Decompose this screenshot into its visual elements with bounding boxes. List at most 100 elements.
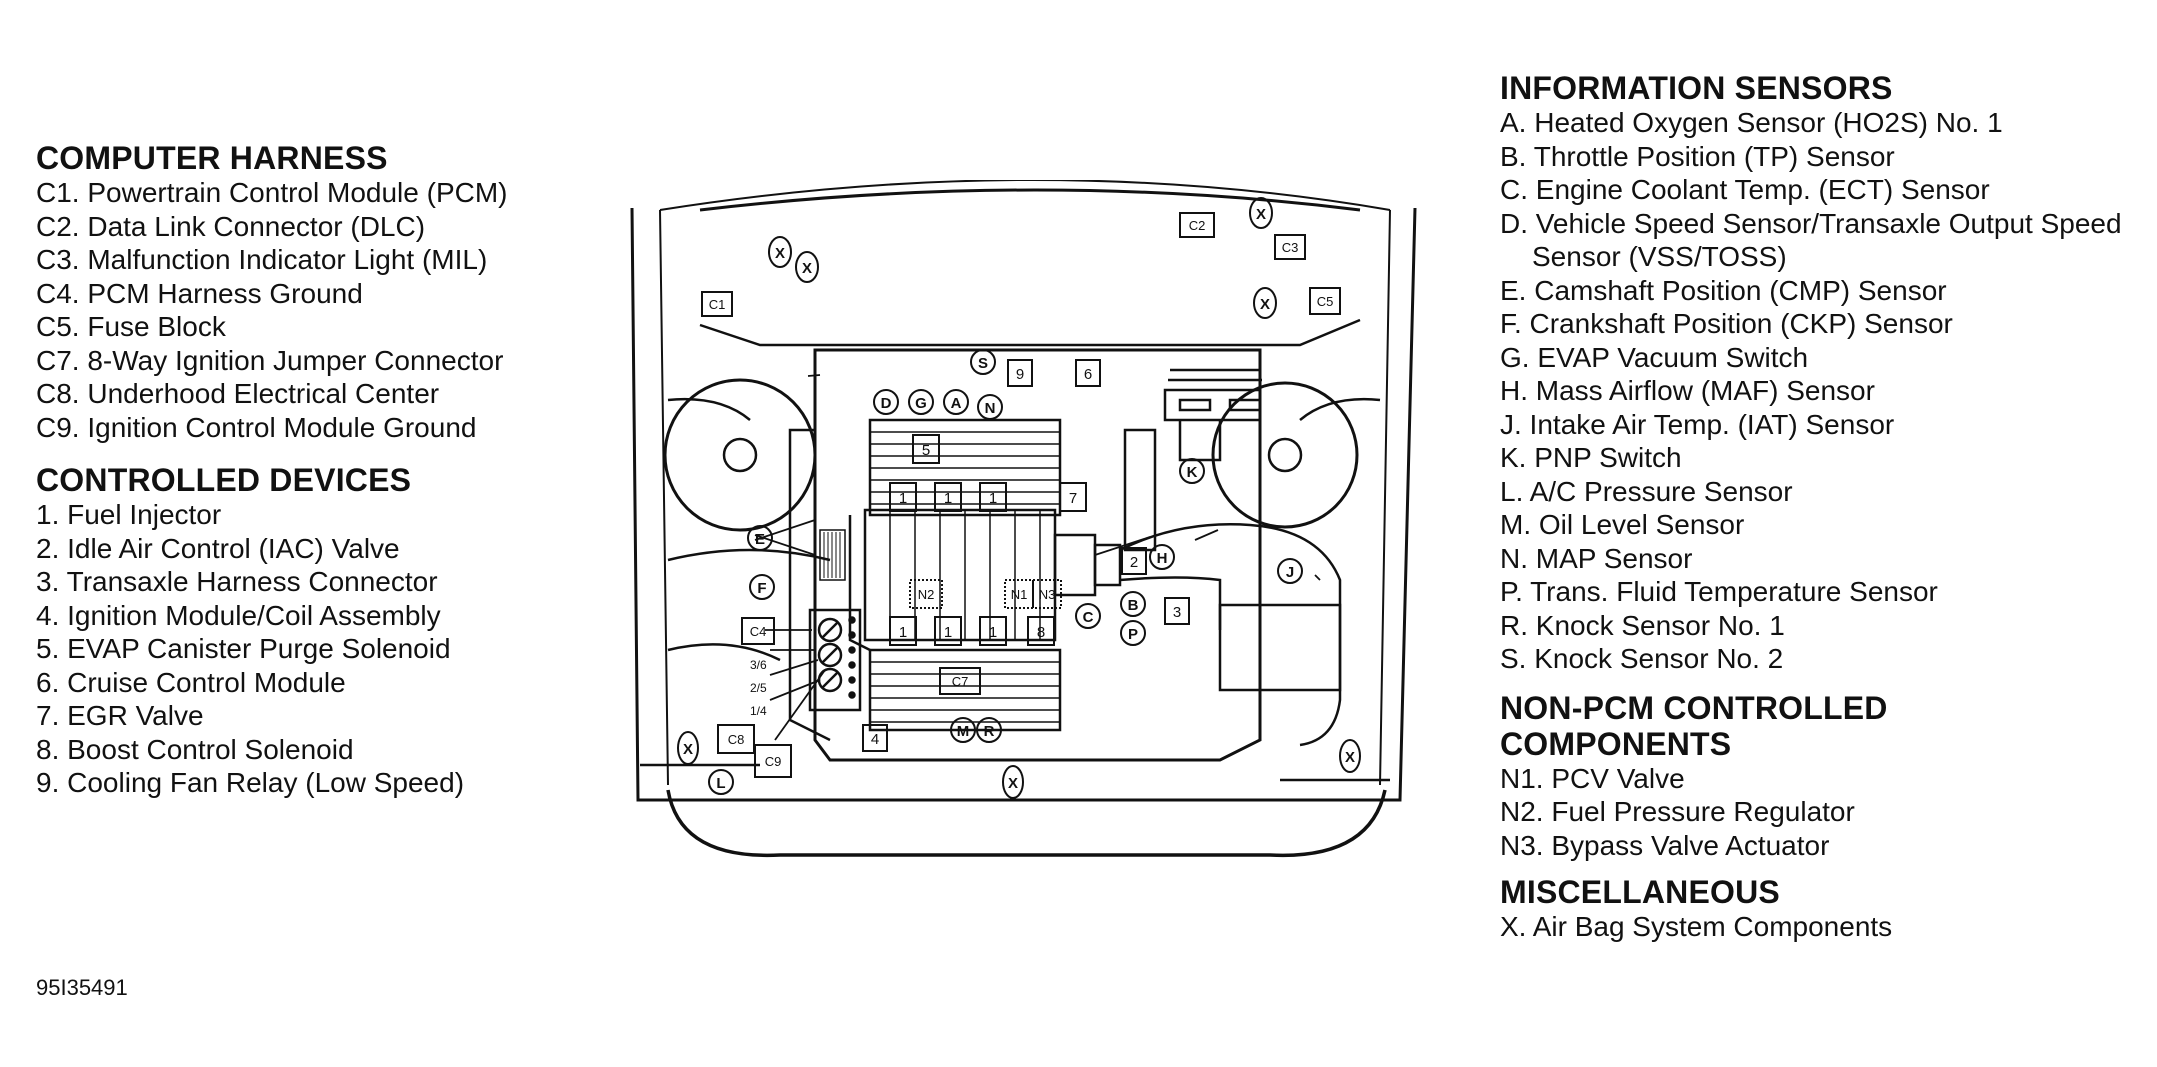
svg-text:X: X xyxy=(683,741,693,758)
svg-text:D: D xyxy=(881,395,892,412)
svg-text:8: 8 xyxy=(1037,624,1045,641)
box-label-6: 6 xyxy=(1075,359,1101,387)
circle-label-x: X xyxy=(1002,765,1024,799)
information-sensors-title: INFORMATION SENSORS xyxy=(1500,70,1893,106)
svg-text:N2: N2 xyxy=(918,587,935,602)
miscellaneous-section: MISCELLANEOUS X. Air Bag System Componen… xyxy=(1500,874,2157,944)
svg-text:H: H xyxy=(1157,550,1168,567)
legend-item: N3. Bypass Valve Actuator xyxy=(1500,829,1830,861)
svg-text:6: 6 xyxy=(1084,366,1092,383)
legend-item: H. Mass Airflow (MAF) Sensor xyxy=(1500,375,1875,406)
svg-text:1: 1 xyxy=(899,490,907,507)
svg-text:X: X xyxy=(1345,749,1355,766)
svg-text:C2: C2 xyxy=(1189,218,1206,233)
svg-text:2: 2 xyxy=(1130,554,1138,571)
legend-item: K. PNP Switch xyxy=(1500,442,1682,473)
svg-text:2/5: 2/5 xyxy=(750,681,767,695)
box-label-c3: C3 xyxy=(1274,234,1306,260)
circle-label-m: M xyxy=(950,717,976,743)
non-pcm-title-line1: NON-PCM CONTROLLED xyxy=(1500,689,1888,726)
svg-text:3/6: 3/6 xyxy=(750,658,767,672)
legend-item: 1. Fuel Injector xyxy=(36,499,222,530)
ignition-module xyxy=(765,608,862,741)
svg-text:4: 4 xyxy=(871,731,879,748)
computer-harness-title: COMPUTER HARNESS xyxy=(36,140,388,176)
box-label-3: 3 xyxy=(1164,597,1190,625)
information-sensors-section: INFORMATION SENSORS A. Heated Oxygen Sen… xyxy=(1500,70,2157,676)
svg-text:7: 7 xyxy=(1069,490,1077,507)
svg-text:F: F xyxy=(757,580,766,597)
circle-label-a: A xyxy=(943,389,969,415)
controlled-devices-title: CONTROLLED DEVICES xyxy=(36,462,412,498)
circle-label-l: L xyxy=(708,769,734,795)
legend-item: C9. Ignition Control Module Ground xyxy=(36,411,477,443)
legend-item: C7. 8-Way Ignition Jumper Connector xyxy=(36,344,504,376)
legend-item: 9. Cooling Fan Relay (Low Speed) xyxy=(36,767,465,798)
circle-label-x: X xyxy=(1253,287,1277,319)
circle-label-x: X xyxy=(1249,197,1273,229)
box-label-1: 1 xyxy=(889,482,917,512)
box-label-n1: N1 xyxy=(1004,579,1034,609)
legend-item: 2. Idle Air Control (IAC) Valve xyxy=(36,532,400,564)
legend-item: C8. Underhood Electrical Center xyxy=(36,378,440,409)
right-legend: INFORMATION SENSORS A. Heated Oxygen Sen… xyxy=(1500,70,2157,944)
box-label-1: 1 xyxy=(889,616,917,646)
legend-item: N1. PCV Valve xyxy=(1500,762,1685,794)
legend-item: N2. Fuel Pressure Regulator xyxy=(1500,796,1855,827)
svg-text:1: 1 xyxy=(989,624,997,641)
legend-item: 3. Transaxle Harness Connector xyxy=(36,566,438,597)
svg-text:C: C xyxy=(1083,609,1094,626)
box-label-4: 4 xyxy=(862,724,888,752)
circle-label-c: C xyxy=(1075,603,1101,629)
legend-item: R. Knock Sensor No. 1 xyxy=(1500,609,1785,641)
svg-text:X: X xyxy=(802,260,812,277)
svg-text:1: 1 xyxy=(944,624,952,641)
svg-text:G: G xyxy=(915,395,927,412)
svg-text:1: 1 xyxy=(989,490,997,507)
computer-harness-list: C1. Powertrain Control Module (PCM) C2. … xyxy=(36,176,508,444)
svg-text:9: 9 xyxy=(1016,366,1024,383)
box-label-2: 2 xyxy=(1121,547,1147,575)
svg-text:A: A xyxy=(951,395,962,412)
box-label-7: 7 xyxy=(1059,482,1087,512)
miscellaneous-title: MISCELLANEOUS xyxy=(1500,874,1780,910)
right-wheel xyxy=(1211,381,1359,529)
box-label-c4: C4 xyxy=(741,617,775,645)
svg-text:N3: N3 xyxy=(1039,587,1056,602)
box-label-8: 8 xyxy=(1027,616,1055,646)
legend-item: 7. EGR Valve xyxy=(36,700,204,731)
svg-text:1: 1 xyxy=(944,490,952,507)
svg-text:M: M xyxy=(957,723,970,740)
circle-label-e: E xyxy=(747,525,773,551)
svg-text:C8: C8 xyxy=(728,732,745,747)
box-label-c9: C9 xyxy=(754,744,792,778)
non-pcm-section: NON-PCM CONTROLLED COMPONENTS N1. PCV Va… xyxy=(1500,690,2157,863)
controlled-devices-section: CONTROLLED DEVICES 1. Fuel Injector 2. I… xyxy=(36,462,508,800)
box-label-1: 1 xyxy=(979,616,1007,646)
circle-label-x: X xyxy=(1339,739,1361,773)
legend-item: A. Heated Oxygen Sensor (HO2S) No. 1 xyxy=(1500,107,2003,138)
legend-item: J. Intake Air Temp. (IAT) Sensor xyxy=(1500,408,1895,440)
svg-text:X: X xyxy=(775,245,785,262)
svg-text:1/4: 1/4 xyxy=(750,704,767,718)
svg-text:C9: C9 xyxy=(765,754,782,769)
left-legend: COMPUTER HARNESS C1. Powertrain Control … xyxy=(36,140,508,800)
figure-id: 95I35491 xyxy=(36,975,128,1000)
legend-item: E. Camshaft Position (CMP) Sensor xyxy=(1500,274,1947,306)
svg-text:P: P xyxy=(1128,626,1138,643)
svg-text:5: 5 xyxy=(922,442,930,459)
box-label-9: 9 xyxy=(1007,359,1033,387)
circle-label-d: D xyxy=(873,389,899,415)
svg-text:X: X xyxy=(1260,296,1270,313)
legend-item: B. Throttle Position (TP) Sensor xyxy=(1500,140,1895,172)
svg-text:L: L xyxy=(716,775,725,792)
box-label-5: 5 xyxy=(912,434,940,464)
box-label-1: 1 xyxy=(979,482,1007,512)
svg-text:X: X xyxy=(1256,206,1266,223)
engine-block xyxy=(788,348,1262,762)
left-wheel xyxy=(663,378,817,532)
svg-text:J: J xyxy=(1286,564,1294,581)
circle-label-x: X xyxy=(677,731,699,765)
leader-lines xyxy=(754,374,1321,581)
svg-text:N: N xyxy=(985,400,996,417)
